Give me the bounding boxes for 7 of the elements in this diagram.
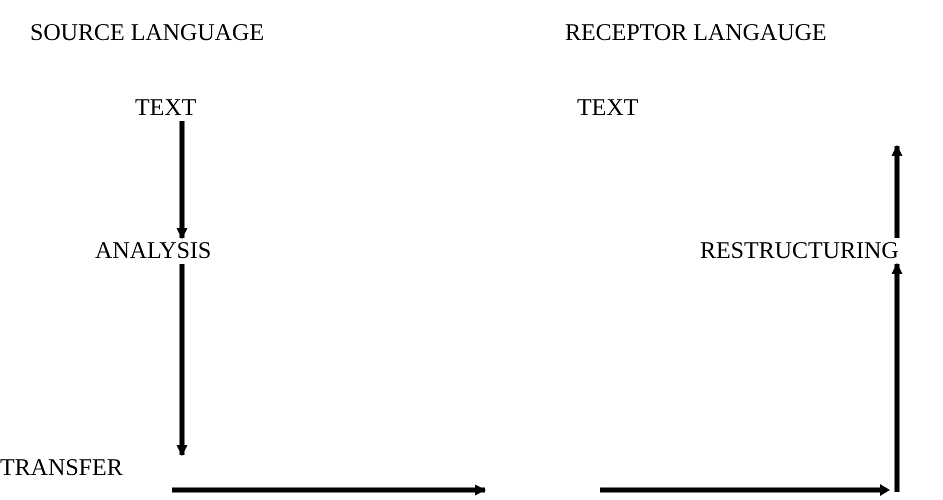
step-label: TRANSFER [0,455,124,483]
step-label: TEXT [577,95,640,121]
step-label: TEXT [135,95,198,121]
column-heading: RECEPTOR LANGAUGE [565,20,827,46]
column-heading: SOURCE LANGUAGE [30,20,264,46]
step-label: RESTRUCTURING [700,238,900,264]
step-label: ANALYSIS [95,238,212,264]
